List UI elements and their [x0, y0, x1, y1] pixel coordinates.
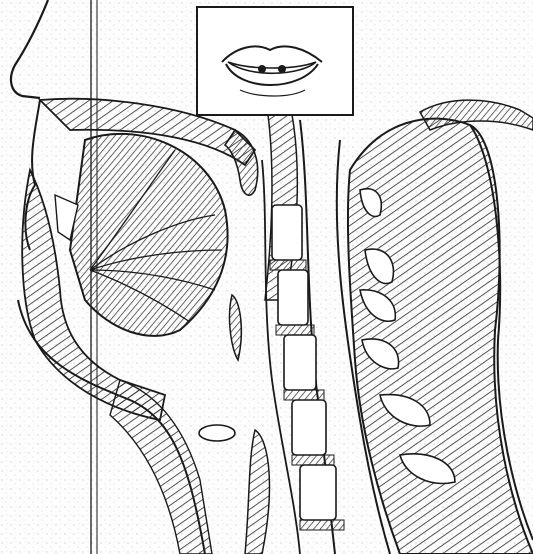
lips-inset [197, 7, 353, 115]
hyoid-bone [199, 425, 235, 441]
